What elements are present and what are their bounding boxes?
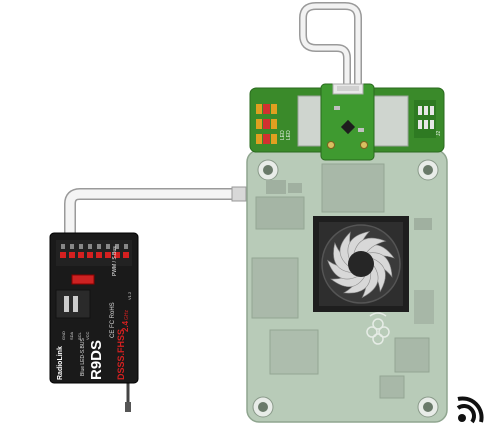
pin-labels: GND SDA SCL VCC bbox=[61, 331, 90, 340]
top-ribbon-cable bbox=[299, 2, 362, 84]
band-unit-label: GHz bbox=[124, 310, 130, 321]
adapter-led-label: LED bbox=[286, 130, 292, 140]
adapter-led-label: LED bbox=[280, 130, 286, 140]
header-pin-top bbox=[124, 244, 128, 249]
header-pin bbox=[87, 252, 93, 258]
mounting-holes bbox=[252, 159, 439, 418]
header-pin-top bbox=[70, 244, 74, 249]
header-pin-top bbox=[61, 244, 65, 249]
raspberry-logo bbox=[366, 312, 390, 345]
connector-label: J2 bbox=[436, 131, 442, 137]
header-pin bbox=[114, 252, 120, 258]
header-pin-top bbox=[88, 244, 92, 249]
header-pin bbox=[60, 252, 66, 258]
brand-label: RadioLink bbox=[57, 346, 64, 380]
header-pin-top bbox=[106, 244, 110, 249]
header-pin bbox=[123, 252, 129, 258]
header-pin bbox=[96, 252, 102, 258]
receiver-cable bbox=[64, 186, 247, 234]
rc-receiver: PWM / S.Bus GND SDA SCL VCC Blue LED-S.B… bbox=[49, 232, 139, 412]
version-label: V1.2 bbox=[127, 291, 132, 300]
header-pin bbox=[69, 252, 75, 258]
cooling-fan bbox=[313, 216, 409, 312]
pin-label-gnd: GND bbox=[61, 331, 66, 340]
protocol-label: DSSS.FHSS bbox=[116, 329, 126, 380]
header-pin-top bbox=[79, 244, 83, 249]
model-label: R9DS bbox=[88, 340, 105, 380]
servo-header bbox=[56, 240, 132, 266]
header-pin-top bbox=[97, 244, 101, 249]
pad-header: J2 bbox=[414, 100, 442, 138]
cert-label: CE FC RoHS bbox=[110, 302, 116, 338]
led-group: LED LED bbox=[256, 104, 292, 144]
header-pin-top bbox=[115, 244, 119, 249]
wifi-icon bbox=[456, 396, 484, 424]
sbc-board bbox=[246, 149, 448, 423]
header-pin bbox=[105, 252, 111, 258]
pin-label-vcc: VCC bbox=[85, 331, 90, 340]
pin-label-sda: SDA bbox=[69, 331, 74, 340]
header-pin bbox=[78, 252, 84, 258]
pin-label-scl: SCL bbox=[77, 331, 82, 340]
sensor-module bbox=[320, 83, 375, 161]
led-sbus-label: Blue LED-S.BUS bbox=[80, 338, 86, 376]
mode-label: PWM / S.Bus bbox=[112, 246, 118, 276]
band-label: 2.4 bbox=[121, 320, 130, 332]
